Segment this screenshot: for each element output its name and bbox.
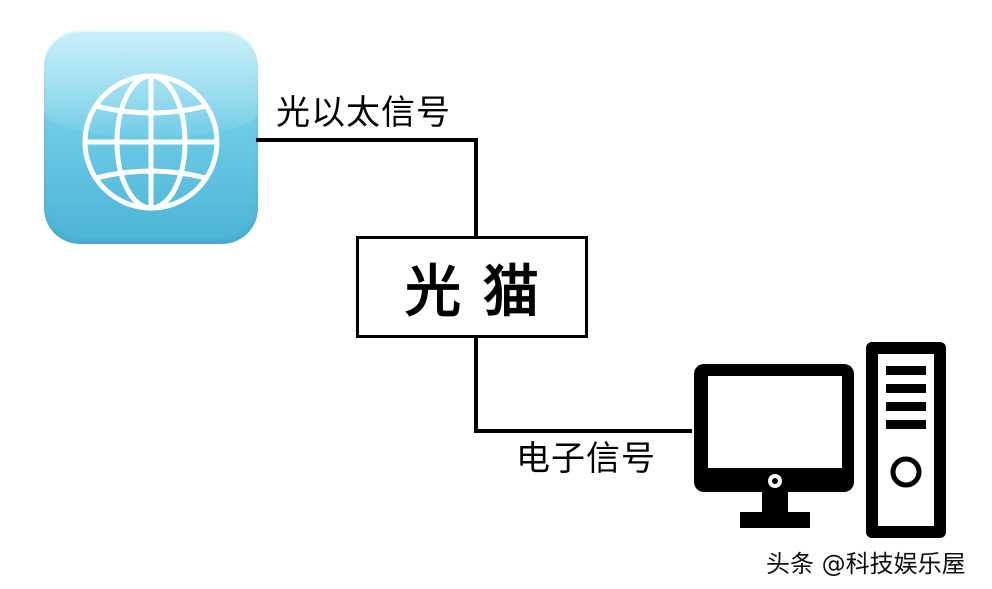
tower-bay-3	[886, 402, 926, 411]
tower-bay-4	[886, 420, 926, 429]
modem-node: 光猫	[356, 236, 588, 338]
tower-power-button	[890, 456, 922, 488]
monitor-neck	[762, 490, 788, 514]
watermark: 头条 @科技娱乐屋	[766, 550, 966, 578]
wire-globe-to-modem	[256, 138, 478, 236]
tower-panel	[878, 354, 934, 526]
tower-bay-2	[886, 384, 926, 393]
wire-modem-to-computer	[474, 338, 692, 433]
monitor-screen	[708, 376, 842, 468]
globe-icon	[82, 73, 220, 211]
globe-tile	[44, 30, 258, 244]
modem-label: 光猫	[405, 259, 561, 325]
edge-label-electronic-signal: 电子信号	[516, 439, 656, 479]
monitor-base	[740, 512, 810, 528]
edge-label-optical-signal: 光以太信号	[276, 93, 451, 133]
desktop-computer-icon	[694, 342, 946, 538]
tower-bay-1	[886, 366, 926, 375]
